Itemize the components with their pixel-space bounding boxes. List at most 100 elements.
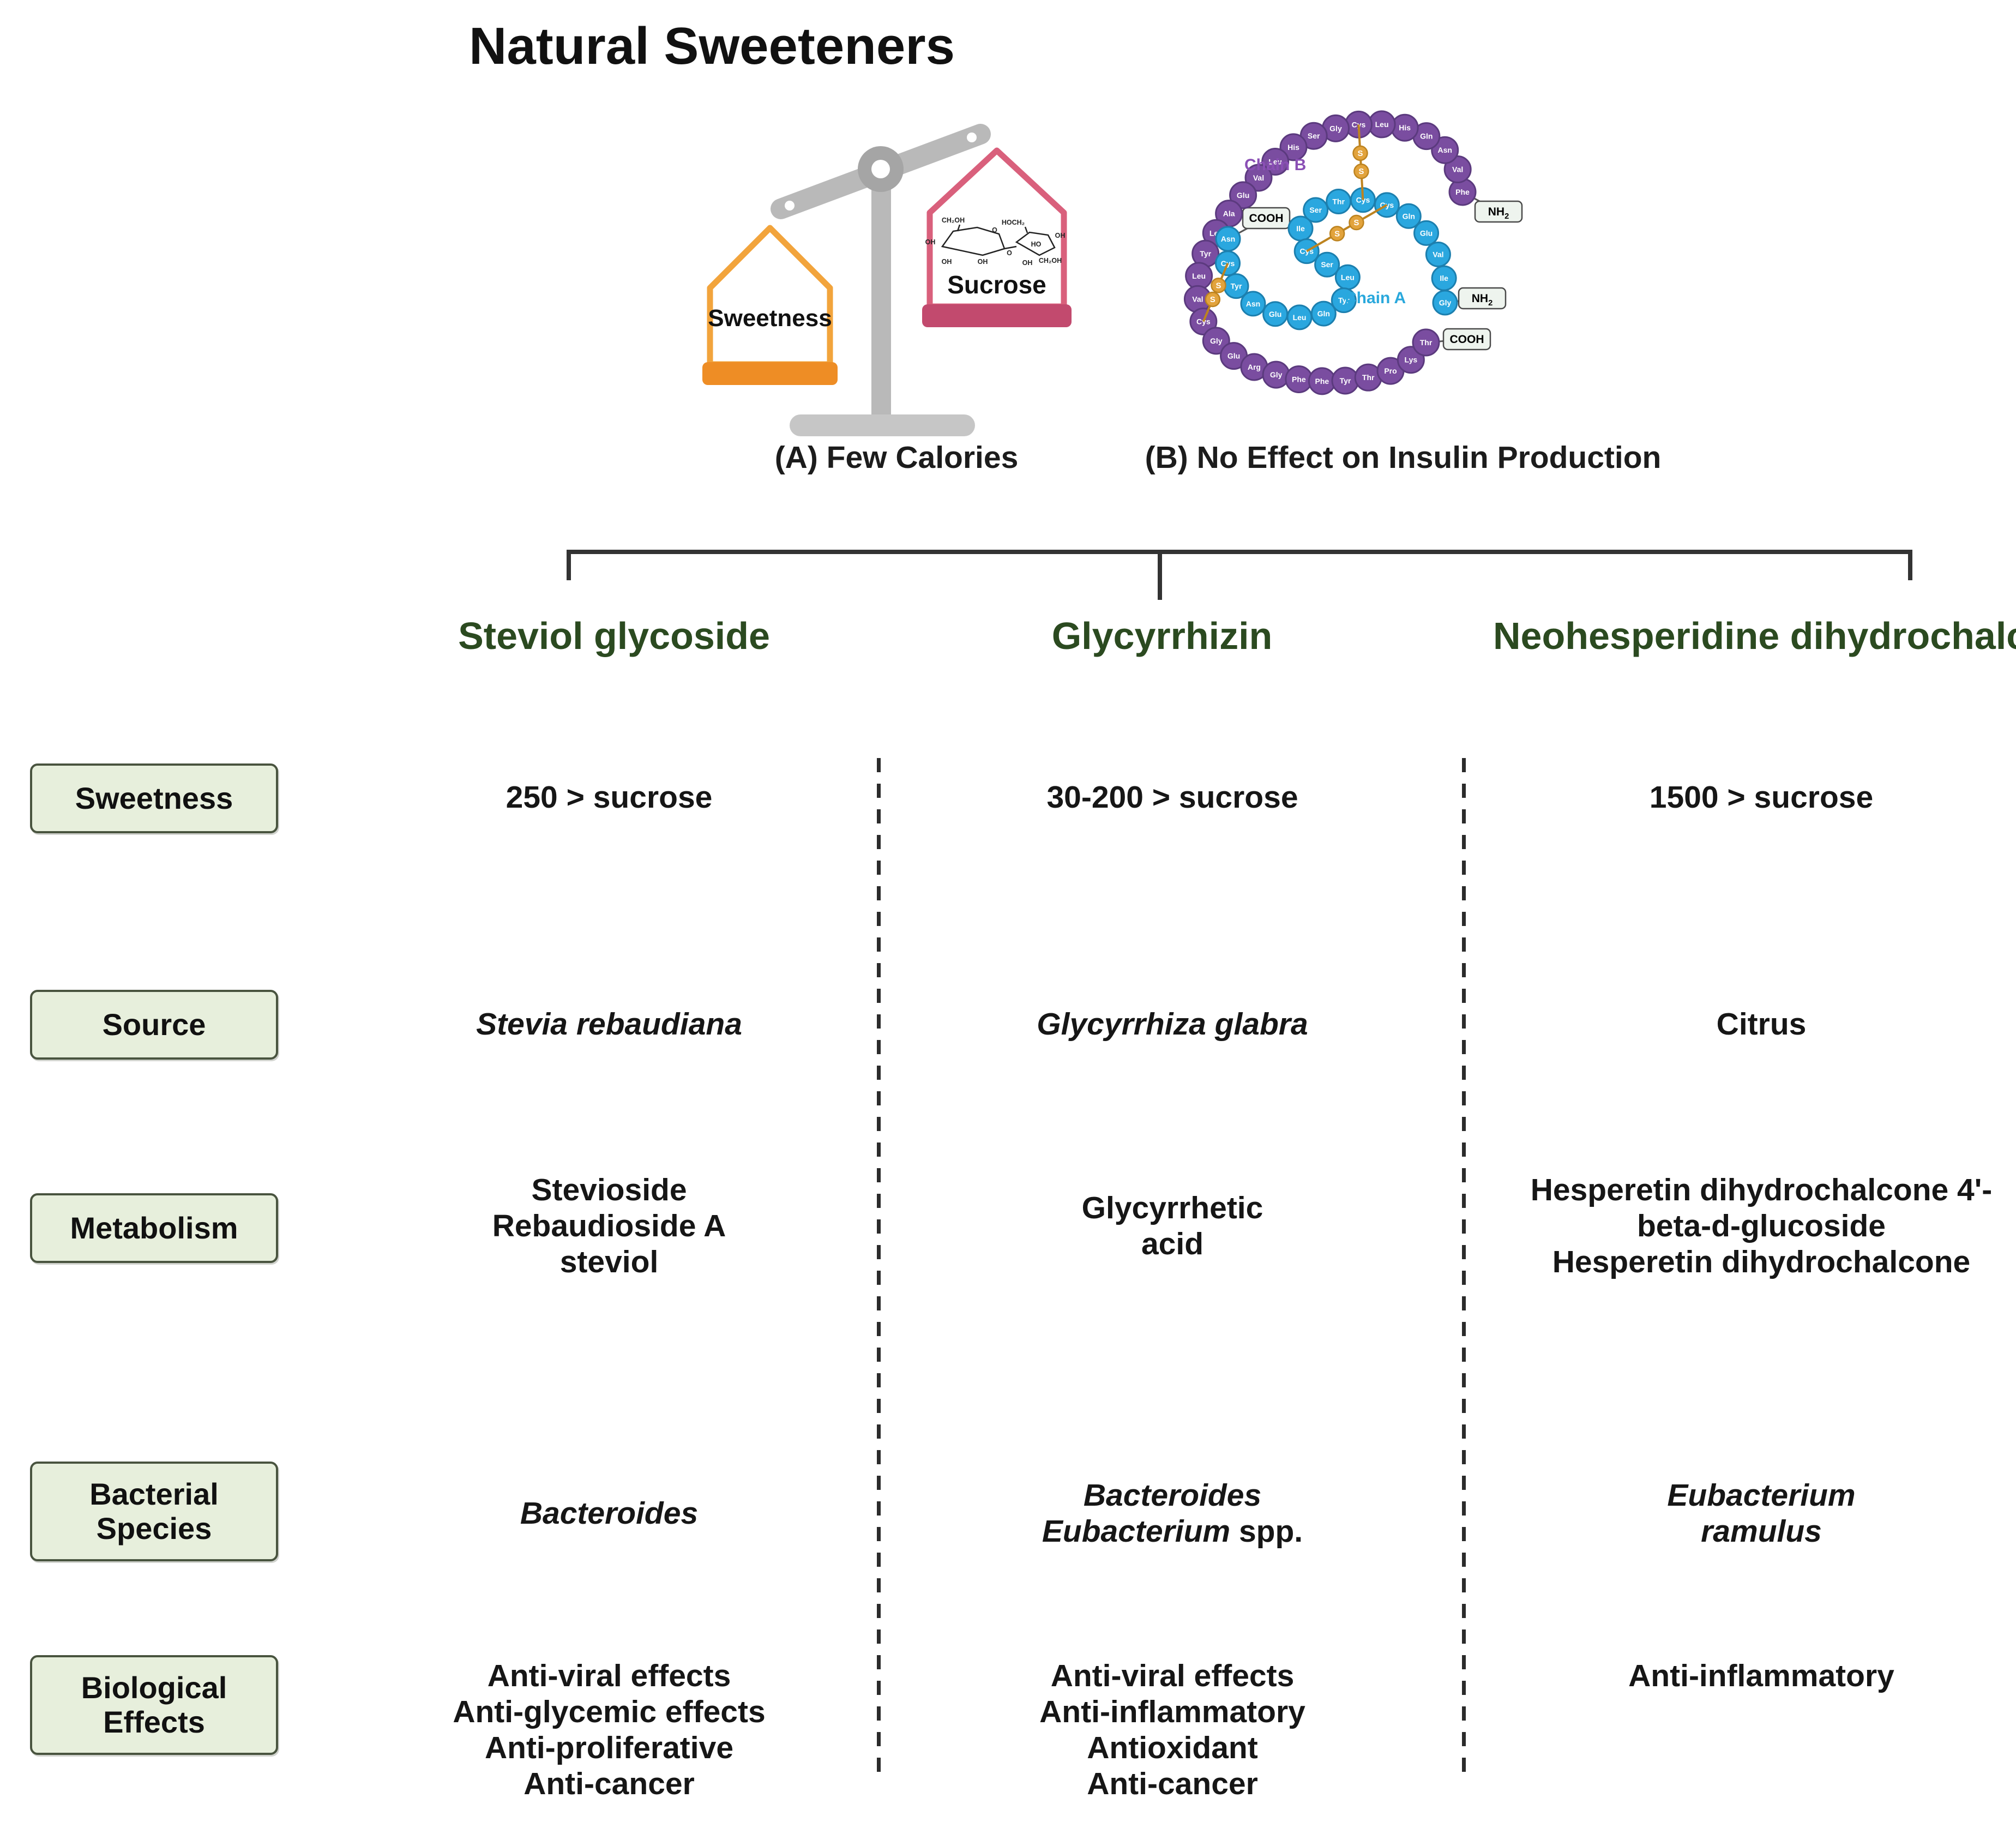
svg-text:Lys: Lys	[1405, 356, 1418, 364]
bead-a-glu	[1262, 301, 1289, 327]
bead-b-gly	[1202, 327, 1230, 355]
sulfur-bead	[1353, 163, 1369, 179]
cell-sweetness-col1: 250 > sucrose	[505, 780, 713, 815]
bead-a-ser	[1314, 251, 1340, 278]
svg-text:OH: OH	[925, 238, 936, 246]
svg-text:Gly: Gly	[1270, 370, 1283, 379]
svg-text:Cys: Cys	[1221, 259, 1235, 268]
svg-text:Val: Val	[1253, 173, 1264, 182]
svg-text:Thr: Thr	[1420, 338, 1433, 347]
svg-text:S: S	[1353, 218, 1359, 227]
bead-a-tyr	[1331, 287, 1357, 314]
svg-text:Leu: Leu	[1293, 313, 1307, 322]
terminal-box-nh2-chain-a	[1458, 287, 1507, 310]
svg-text:Asn: Asn	[1221, 234, 1235, 243]
svg-text:Leu: Leu	[1268, 157, 1282, 166]
svg-text:S: S	[1357, 149, 1363, 158]
terminal-box-cooh-chain-b	[1442, 328, 1491, 351]
cell-source-col1: Stevia rebaudiana	[476, 1007, 742, 1042]
amino-acid-beads: PheValAsnGlnHisLeuCysGlySerHisLeuValGluA…	[1183, 110, 1477, 395]
svg-text:Leu: Leu	[1341, 273, 1355, 281]
svg-text:Glu: Glu	[1227, 352, 1240, 360]
svg-text:Glu: Glu	[1420, 228, 1433, 237]
svg-text:Ile: Ile	[1440, 274, 1448, 282]
bead-b-thr	[1412, 328, 1440, 357]
svg-text:Gly: Gly	[1439, 298, 1452, 307]
cell-sweetness-col2: 30-200 > sucrose	[1046, 780, 1298, 815]
chain-b-label: Chain B	[1244, 156, 1306, 174]
svg-text:Thr: Thr	[1362, 373, 1375, 382]
svg-text:Leu: Leu	[1192, 272, 1206, 280]
bead-a-asn	[1215, 226, 1241, 252]
caption-few-calories: (A) Few Calories	[774, 440, 1019, 475]
svg-text:Phe: Phe	[1292, 375, 1306, 383]
bead-b-leu	[1261, 147, 1290, 176]
bead-b-val	[1443, 155, 1472, 184]
sulfur-bead	[1329, 226, 1345, 242]
svg-text:Ser: Ser	[1308, 131, 1320, 140]
sweetness-pan-base	[702, 362, 838, 385]
svg-text:Gln: Gln	[1403, 212, 1415, 220]
column-header-glycyrrhizin: Glycyrrhizin	[1051, 615, 1273, 657]
bead-a-val	[1425, 242, 1451, 268]
svg-text:Leu: Leu	[1375, 120, 1389, 129]
svg-text:S: S	[1210, 295, 1215, 304]
svg-text:Gly: Gly	[1210, 336, 1223, 345]
svg-text:Pro: Pro	[1384, 366, 1397, 375]
svg-text:Glu: Glu	[1269, 310, 1281, 318]
svg-text:Cys: Cys	[1356, 196, 1370, 205]
caption-no-insulin-effect: (B) No Effect on Insulin Production	[1145, 440, 1662, 475]
svg-text:Val: Val	[1192, 294, 1203, 303]
svg-text:HOCH₂: HOCH₂	[1002, 219, 1025, 226]
svg-text:Asn: Asn	[1437, 146, 1452, 154]
svg-text:OH: OH	[1022, 259, 1033, 267]
svg-text:HO: HO	[1031, 240, 1042, 248]
bead-a-gln	[1395, 203, 1422, 229]
svg-text:OH: OH	[1055, 232, 1066, 239]
dashed-separator-1	[877, 758, 881, 1772]
svg-text:Glu: Glu	[1237, 191, 1249, 200]
sucrose-pan-label: Sucrose	[947, 270, 1046, 299]
svg-text:Gln: Gln	[1420, 132, 1433, 141]
bead-b-val	[1244, 164, 1273, 192]
sulfur-bead	[1349, 214, 1364, 231]
svg-text:CH₂OH: CH₂OH	[1039, 257, 1062, 264]
beam-hole-right	[967, 133, 977, 142]
sucrose-pan-base	[922, 304, 1072, 327]
scale-post	[871, 169, 891, 425]
svg-text:Thr: Thr	[1332, 197, 1345, 206]
row-label-metabolism: Metabolism	[30, 1193, 278, 1263]
dashed-separator-2	[1462, 758, 1466, 1772]
bead-a-ile	[1431, 265, 1457, 291]
column-header-steviol-glycoside: Steviol glycoside	[458, 615, 770, 657]
svg-text:Arg: Arg	[1248, 363, 1261, 371]
cell-source-col3: Citrus	[1716, 1007, 1807, 1042]
svg-text:S: S	[1334, 229, 1340, 238]
svg-text:Ser: Ser	[1309, 206, 1322, 214]
svg-text:Val: Val	[1452, 165, 1463, 174]
row-label-source: Source	[30, 990, 278, 1060]
cell-biological-effects-col3: Anti-inflammatory	[1628, 1658, 1894, 1693]
scale-base	[790, 414, 975, 436]
svg-text:Tyr: Tyr	[1340, 376, 1351, 385]
svg-text:Ala: Ala	[1223, 209, 1235, 218]
sweetness-pan	[707, 225, 833, 368]
svg-text:Gln: Gln	[1317, 309, 1330, 318]
bead-b-glu	[1229, 181, 1257, 209]
svg-text:His: His	[1399, 123, 1411, 132]
svg-text:COOH: COOH	[1450, 333, 1484, 346]
sweetness-pan-label: Sweetness	[708, 305, 832, 332]
chain-a-label: Chain A	[1345, 289, 1406, 307]
page-title: Natural Sweeteners	[469, 17, 955, 75]
svg-text:Tyr: Tyr	[1200, 249, 1211, 258]
svg-text:Ser: Ser	[1321, 260, 1333, 269]
